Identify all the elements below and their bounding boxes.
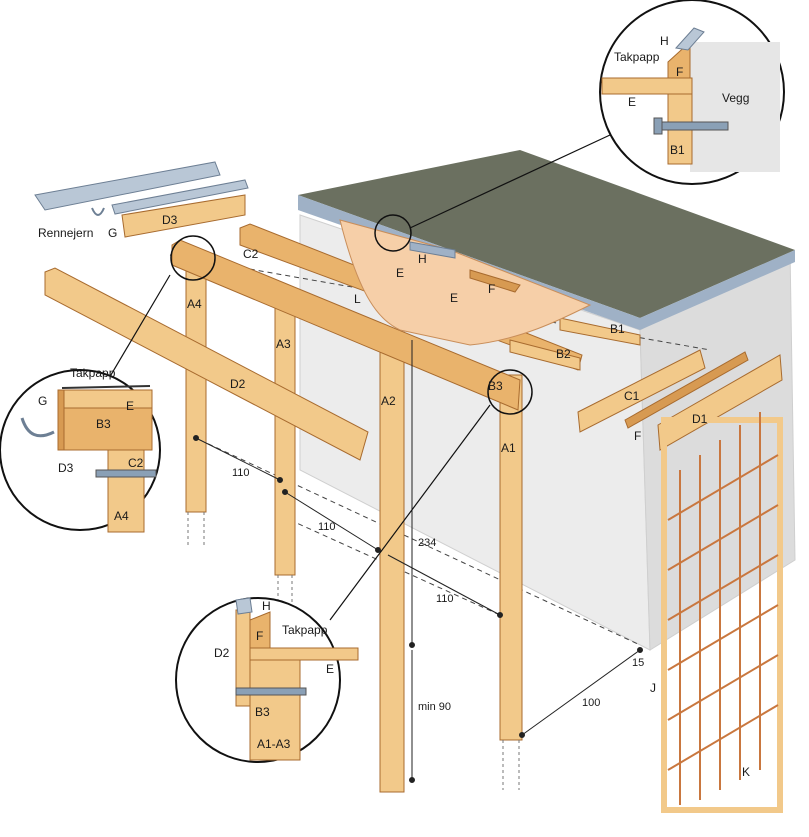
- l-label-d3: D3: [58, 461, 74, 475]
- l-label-g: G: [38, 394, 47, 408]
- beam-b2: [509, 339, 581, 371]
- b-label-f: F: [256, 629, 263, 643]
- label-f: F: [488, 282, 495, 296]
- dimension-lines: [193, 340, 643, 783]
- main-labels: Rennejern G D3 C2 A4 A3 A2 A1 B3 B2 B1 D…: [38, 213, 750, 779]
- label-c2: C2: [243, 247, 259, 261]
- dim-110-c: 110: [436, 593, 454, 605]
- tr-label-e: E: [628, 95, 636, 109]
- dim-100: 100: [582, 697, 600, 709]
- b-label-h: H: [262, 599, 271, 613]
- label-b2: B2: [556, 347, 571, 361]
- detail-left-labels: Takpapp G E B3 D3 C2 A4: [38, 366, 144, 523]
- l-label-c2: C2: [128, 456, 144, 470]
- label-c1: C1: [624, 389, 640, 403]
- label-k: K: [742, 765, 750, 779]
- trellis: [661, 412, 783, 813]
- beam-d1: [657, 354, 783, 451]
- label-f-strip: F: [634, 429, 641, 443]
- beam-d3: [121, 194, 246, 238]
- strip-f: [624, 351, 749, 429]
- beam-b1: [559, 317, 641, 346]
- detail-left: [0, 369, 161, 533]
- detail-bottom-labels: H Takpapp F D2 E B3 A1-A3: [214, 599, 334, 751]
- post-a2: [379, 331, 405, 793]
- detail-top-right: [599, 0, 785, 185]
- dim-15: 15: [632, 657, 644, 669]
- b-label-takpapp: Takpapp: [282, 623, 328, 637]
- b-label-d2: D2: [214, 646, 230, 660]
- label-h: H: [418, 252, 427, 266]
- label-b3: B3: [488, 379, 503, 393]
- dim-110-b: 110: [318, 521, 336, 533]
- dim-110-a: 110: [232, 467, 250, 479]
- wedge-f: [469, 269, 521, 293]
- tr-label-h: H: [660, 34, 669, 48]
- dim-min90: min 90: [418, 701, 451, 713]
- b-label-b3: B3: [255, 705, 270, 719]
- label-j: J: [650, 681, 656, 695]
- posts: [185, 259, 523, 793]
- post-a1: [499, 374, 523, 741]
- label-d2: D2: [230, 377, 246, 391]
- l-label-b3: B3: [96, 417, 111, 431]
- dimension-labels: 110 110 110 234 min 90 100 15: [232, 467, 644, 713]
- plywood-sheet: [339, 219, 592, 346]
- gutter: [34, 161, 249, 216]
- label-b1: B1: [610, 322, 625, 336]
- l-label-e: E: [126, 399, 134, 413]
- label-l: L: [354, 292, 361, 306]
- label-a1: A1: [501, 441, 516, 455]
- leader-lines: [104, 134, 611, 621]
- b-label-e: E: [326, 662, 334, 676]
- label-a4: A4: [187, 297, 202, 311]
- label-e1: E: [396, 266, 404, 280]
- label-d3: D3: [162, 213, 178, 227]
- dim-234: 234: [418, 537, 436, 549]
- l-label-a4: A4: [114, 509, 129, 523]
- tr-label-takpapp: Takpapp: [614, 50, 660, 64]
- label-e2: E: [450, 291, 458, 305]
- beam-d2: [44, 267, 369, 461]
- beam-c1: [577, 349, 706, 433]
- label-g-gutter: G: [108, 226, 117, 240]
- flashing-h: [409, 241, 456, 259]
- label-a2: A2: [381, 394, 396, 408]
- detail-bottom: [175, 597, 359, 763]
- label-a3: A3: [276, 337, 291, 351]
- detail-top-right-labels: H Takpapp F Vegg E B1: [614, 34, 749, 157]
- label-rennejern: Rennejern: [38, 226, 93, 240]
- label-d1: D1: [692, 412, 708, 426]
- tr-label-vegg: Vegg: [722, 91, 749, 105]
- tr-label-f: F: [676, 65, 683, 79]
- l-label-takpapp: Takpapp: [70, 366, 116, 380]
- tr-label-b1: B1: [670, 143, 685, 157]
- b-label-a1a3: A1-A3: [257, 737, 291, 751]
- highlight-circles: [170, 214, 533, 415]
